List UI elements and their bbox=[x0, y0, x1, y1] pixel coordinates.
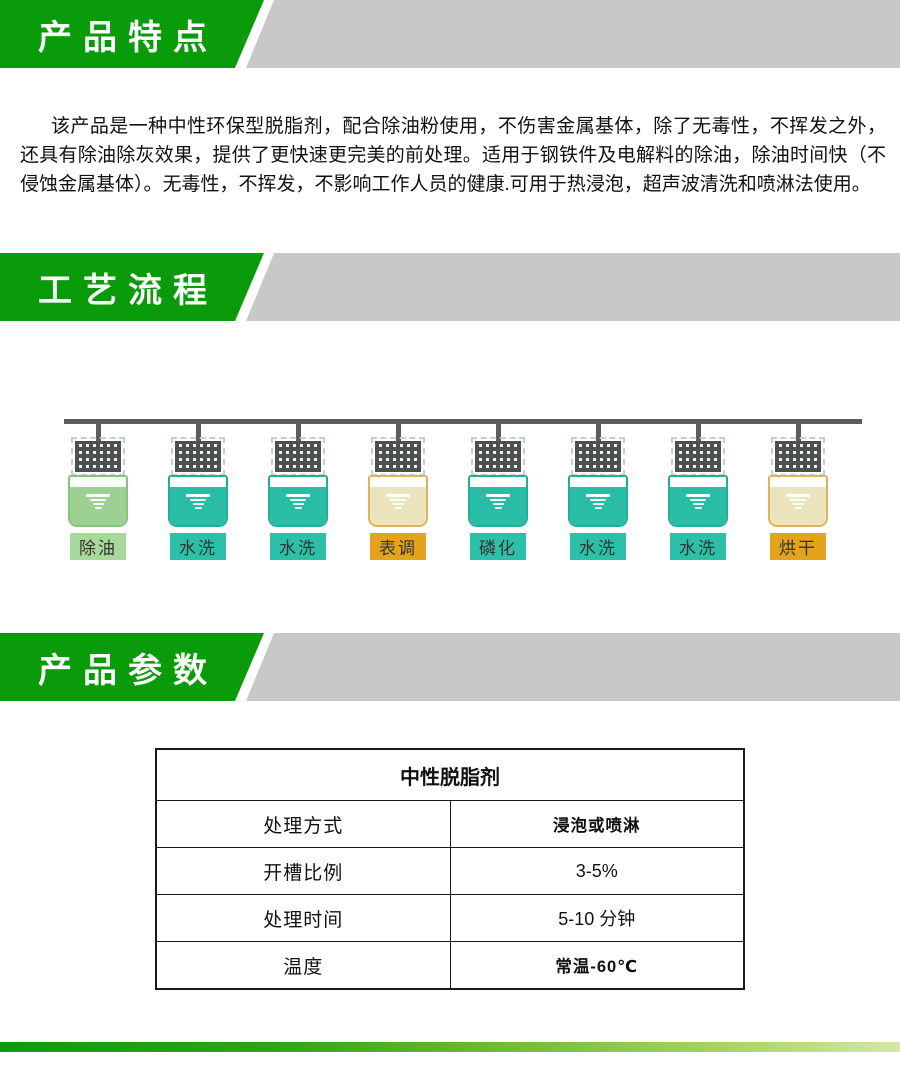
water-level-icon bbox=[386, 494, 410, 497]
table-row: 开槽比例 3-5% bbox=[155, 847, 745, 895]
tank-liquid bbox=[470, 487, 526, 525]
step-label: 水洗 bbox=[670, 533, 726, 560]
process-station: 水洗 bbox=[648, 424, 748, 560]
parameter-name-cell: 处理方式 bbox=[155, 800, 451, 848]
mesh-basket-icon bbox=[571, 437, 625, 476]
step-label: 表调 bbox=[370, 533, 426, 560]
parameter-value-cell: 3-5% bbox=[449, 847, 745, 895]
section-header-green-shape: 产品参数 bbox=[0, 633, 264, 701]
process-flow-diagram: 除油 水洗 水洗 bbox=[0, 419, 900, 562]
parameters-table: 中性脱脂剂 处理方式 浸泡或喷淋 开槽比例 3-5% 处理时间 5-10 分钟 … bbox=[155, 748, 745, 990]
process-stations: 除油 水洗 水洗 bbox=[48, 419, 848, 560]
mesh-basket-icon bbox=[71, 437, 125, 476]
hanger-bar bbox=[795, 424, 801, 441]
parameter-name-cell: 温度 bbox=[155, 941, 451, 990]
section-title: 产品参数 bbox=[38, 651, 218, 690]
tank bbox=[368, 475, 428, 527]
process-station: 烘干 bbox=[748, 424, 848, 560]
tank bbox=[568, 475, 628, 527]
parameter-value-cell: 常温-60℃ bbox=[449, 941, 745, 990]
hanger-bar bbox=[495, 424, 501, 441]
water-level-icon bbox=[286, 494, 310, 497]
tank bbox=[268, 475, 328, 527]
parameter-name-cell: 处理时间 bbox=[155, 894, 451, 942]
hanger-bar bbox=[395, 424, 401, 441]
section-header-gray-strip bbox=[246, 633, 900, 701]
step-label: 水洗 bbox=[270, 533, 326, 560]
section-title: 产品特点 bbox=[38, 18, 218, 57]
tank-liquid bbox=[170, 487, 226, 525]
water-level-icon bbox=[786, 494, 810, 497]
step-label: 烘干 bbox=[770, 533, 826, 560]
product-description-paragraph: 该产品是一种中性环保型脱脂剂，配合除油粉使用，不伤害金属基体，除了无毒性，不挥发… bbox=[20, 116, 886, 195]
hanger-bar bbox=[595, 424, 601, 441]
water-level-icon bbox=[186, 494, 210, 497]
tank bbox=[668, 475, 728, 527]
mesh-basket-icon bbox=[271, 437, 325, 476]
section-header-green-shape: 工艺流程 bbox=[0, 253, 264, 321]
table-row: 温度 常温-60℃ bbox=[155, 941, 745, 990]
mesh-basket-icon bbox=[471, 437, 525, 476]
parameter-value-cell: 浸泡或喷淋 bbox=[449, 800, 745, 848]
section-header-green-shape: 产品特点 bbox=[0, 0, 264, 68]
section-header-process: 工艺流程 bbox=[0, 253, 900, 321]
tank-liquid bbox=[570, 487, 626, 525]
process-station: 水洗 bbox=[148, 424, 248, 560]
table-title-row: 中性脱脂剂 bbox=[155, 748, 745, 801]
process-station: 除油 bbox=[48, 424, 148, 560]
section-header-gray-strip bbox=[246, 0, 900, 68]
tank bbox=[68, 475, 128, 527]
tank bbox=[468, 475, 528, 527]
table-title: 中性脱脂剂 bbox=[155, 748, 745, 801]
footer-gradient-strip bbox=[0, 1042, 900, 1052]
process-station: 水洗 bbox=[548, 424, 648, 560]
hanger-bar bbox=[695, 424, 701, 441]
section-header-features: 产品特点 bbox=[0, 0, 900, 68]
water-level-icon bbox=[686, 494, 710, 497]
section-header-gray-strip bbox=[246, 253, 900, 321]
section-header-parameters: 产品参数 bbox=[0, 633, 900, 701]
tank-liquid bbox=[270, 487, 326, 525]
step-label: 水洗 bbox=[170, 533, 226, 560]
step-label: 除油 bbox=[70, 533, 126, 560]
parameter-value-cell: 5-10 分钟 bbox=[449, 894, 745, 942]
step-label: 磷化 bbox=[470, 533, 526, 560]
table-row: 处理时间 5-10 分钟 bbox=[155, 894, 745, 942]
tank bbox=[768, 475, 828, 527]
conveyor-rail bbox=[64, 419, 862, 424]
tank-liquid bbox=[670, 487, 726, 525]
tank-liquid bbox=[70, 487, 126, 525]
process-station: 水洗 bbox=[248, 424, 348, 560]
parameters-table-body: 处理方式 浸泡或喷淋 开槽比例 3-5% 处理时间 5-10 分钟 温度 常温-… bbox=[155, 800, 745, 990]
water-level-icon bbox=[486, 494, 510, 497]
tank-liquid bbox=[770, 487, 826, 525]
parameter-name-cell: 开槽比例 bbox=[155, 847, 451, 895]
tank-liquid bbox=[370, 487, 426, 525]
mesh-basket-icon bbox=[771, 437, 825, 476]
water-level-icon bbox=[86, 494, 110, 497]
process-station: 表调 bbox=[348, 424, 448, 560]
step-label: 水洗 bbox=[570, 533, 626, 560]
hanger-bar bbox=[295, 424, 301, 441]
mesh-basket-icon bbox=[171, 437, 225, 476]
mesh-basket-icon bbox=[371, 437, 425, 476]
water-level-icon bbox=[586, 494, 610, 497]
hanger-bar bbox=[95, 424, 101, 441]
mesh-basket-icon bbox=[671, 437, 725, 476]
hanger-bar bbox=[195, 424, 201, 441]
tank bbox=[168, 475, 228, 527]
process-station: 磷化 bbox=[448, 424, 548, 560]
section-title: 工艺流程 bbox=[38, 271, 218, 310]
table-row: 处理方式 浸泡或喷淋 bbox=[155, 800, 745, 848]
